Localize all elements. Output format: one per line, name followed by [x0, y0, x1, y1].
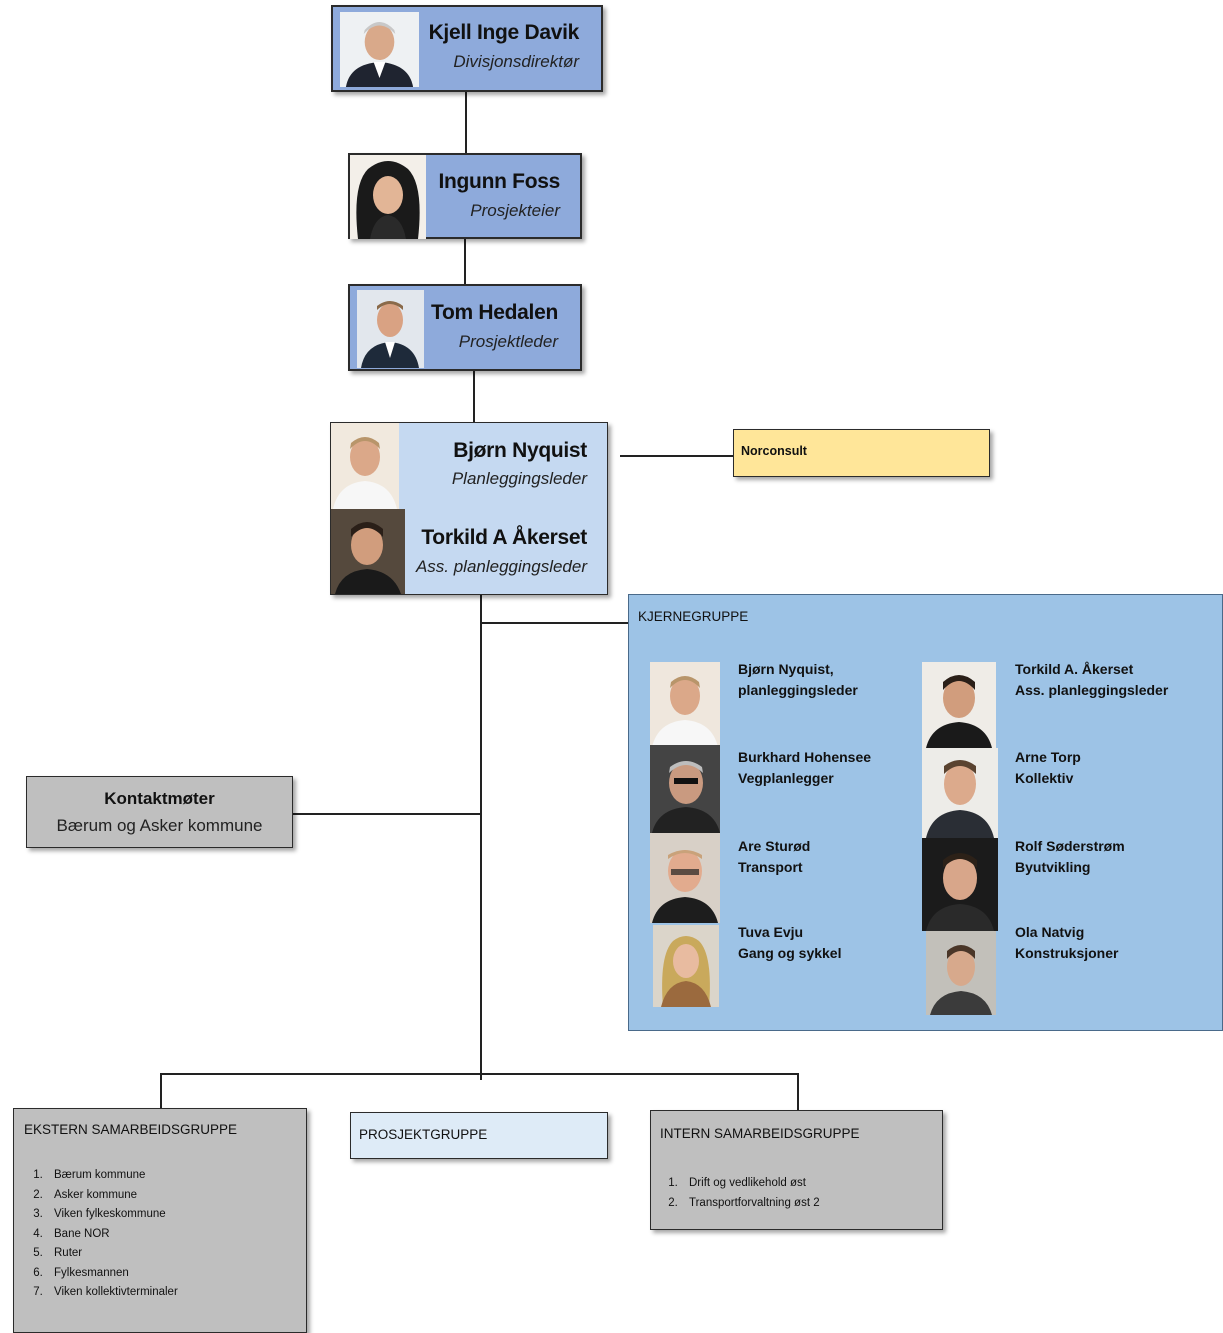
planning-assistant-name: Torkild A Åkerset	[421, 526, 587, 549]
contact-box: Kontaktmøter Bærum og Asker kommune	[26, 776, 293, 848]
owner-photo	[350, 155, 426, 239]
external-group-title: EKSTERN SAMARBEIDSGRUPPE	[24, 1122, 238, 1137]
list-item: Viken kollektivterminaler	[46, 1283, 178, 1303]
connector-director-owner	[465, 92, 467, 154]
planning-box: Bjørn Nyquist Planleggingsleder Torkild …	[330, 422, 608, 595]
member-photo-soderstrom	[922, 838, 998, 931]
director-name: Kjell Inge Davik	[428, 21, 580, 44]
external-group-box: EKSTERN SAMARBEIDSGRUPPE Bærum kommune A…	[13, 1108, 307, 1333]
project-lead-name: Tom Hedalen	[431, 301, 558, 324]
norconsult-box: Norconsult	[733, 429, 990, 477]
internal-group-list: Drift og vedlikehold øst Transportforval…	[651, 1174, 820, 1213]
planning-leader-photo	[331, 423, 399, 509]
connector-planning-norconsult	[620, 455, 734, 457]
director-box: Kjell Inge Davik Divisjonsdirektør	[331, 5, 603, 92]
planning-assistant-role: Ass. planleggingsleder	[415, 557, 587, 576]
member-photo-hohensee	[650, 745, 720, 833]
member-photo-akerset	[922, 662, 996, 748]
connector-external	[160, 1073, 162, 1109]
project-lead-role: Prosjektleder	[458, 332, 558, 351]
list-item: Bærum kommune	[46, 1166, 178, 1186]
list-item: Drift og vedlikehold øst	[681, 1174, 820, 1194]
contact-subtitle: Bærum og Asker kommune	[56, 816, 263, 835]
list-item: Fylkesmannen	[46, 1264, 178, 1284]
owner-name: Ingunn Foss	[438, 170, 560, 193]
list-item: Bane NOR	[46, 1225, 178, 1245]
member-label-nyquist: Bjørn Nyquist,planleggingsleder	[738, 661, 858, 698]
internal-group-title: INTERN SAMARBEIDSGRUPPE	[660, 1126, 860, 1141]
member-photo-sturod	[650, 833, 720, 923]
owner-box: Ingunn Foss Prosjekteier	[348, 153, 582, 239]
project-group-box: PROSJEKTGRUPPE	[350, 1112, 608, 1159]
member-photo-torp	[922, 748, 998, 838]
core-group-title: KJERNEGRUPPE	[638, 609, 749, 624]
list-item: Viken fylkeskommune	[46, 1205, 178, 1225]
planning-leader-name: Bjørn Nyquist	[453, 439, 587, 462]
owner-role: Prosjekteier	[470, 201, 560, 220]
member-photo-natvig	[926, 931, 996, 1015]
director-photo	[340, 12, 419, 87]
connector-internal	[797, 1073, 799, 1111]
project-group-title: PROSJEKTGRUPPE	[359, 1127, 488, 1142]
project-lead-box: Tom Hedalen Prosjektleder	[348, 284, 582, 371]
external-group-list: Bærum kommune Asker kommune Viken fylkes…	[16, 1166, 178, 1303]
connector-owner-lead	[464, 238, 466, 285]
core-group-box: KJERNEGRUPPE Bjørn Nyquist,planleggingsl…	[628, 594, 1223, 1031]
member-photo-evju	[653, 925, 719, 1007]
connector-lead-planning	[473, 371, 475, 423]
member-photo-nyquist	[650, 662, 720, 747]
connector-contact	[292, 813, 481, 815]
contact-title: Kontaktmøter	[104, 789, 215, 808]
internal-group-box: INTERN SAMARBEIDSGRUPPE Drift og vedlike…	[650, 1110, 943, 1230]
list-item: Ruter	[46, 1244, 178, 1264]
director-role: Divisjonsdirektør	[453, 52, 579, 71]
connector-core-group	[480, 622, 630, 624]
norconsult-label: Norconsult	[741, 444, 807, 458]
project-lead-photo	[357, 290, 424, 368]
connector-main-trunk	[480, 594, 482, 1080]
list-item: Transportforvaltning øst 2	[681, 1194, 820, 1214]
planning-assistant-photo	[331, 509, 405, 594]
planning-leader-role: Planleggingsleder	[451, 469, 587, 488]
connector-bottom-bar	[160, 1073, 799, 1075]
list-item: Asker kommune	[46, 1186, 178, 1206]
